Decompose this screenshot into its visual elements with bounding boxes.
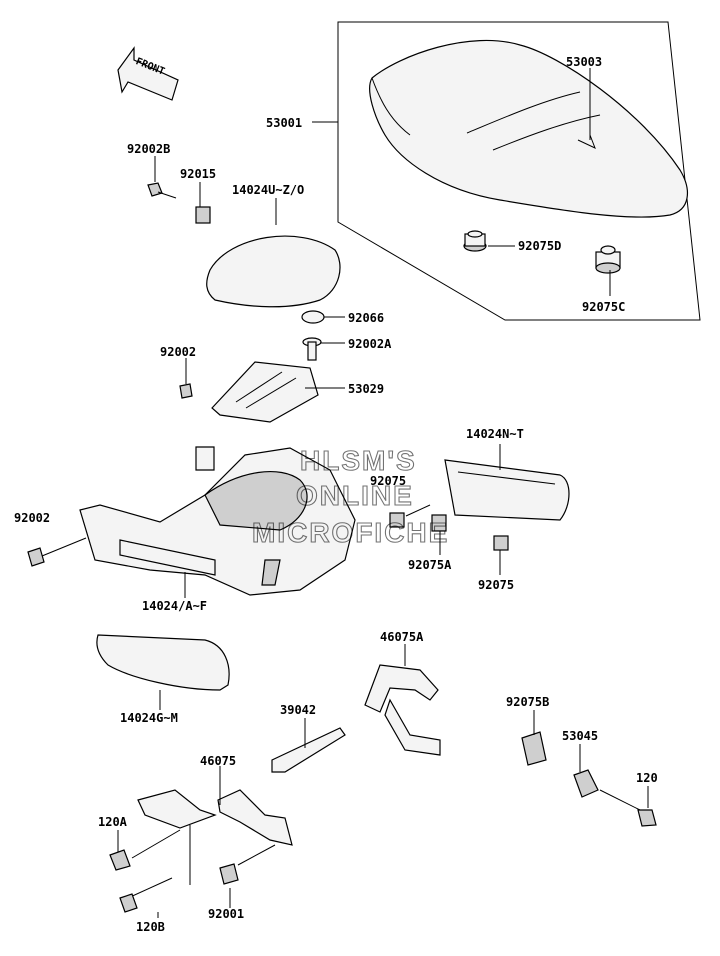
label-92075B: 92075B xyxy=(506,695,549,709)
leader-lines xyxy=(117,68,649,918)
label-53045: 53045 xyxy=(562,729,598,743)
grommet-92075-b xyxy=(493,535,509,551)
label-120: 120 xyxy=(636,771,658,785)
bolt-92002-left xyxy=(27,537,87,567)
label-92075C: 92075C xyxy=(582,300,625,314)
bolt-120B xyxy=(119,877,173,913)
bolt-92001 xyxy=(219,863,239,885)
screw-92002A xyxy=(302,337,322,361)
bracket-39042 xyxy=(271,727,346,773)
bolt-92002-top xyxy=(179,383,193,399)
label-120B: 120B xyxy=(136,920,165,934)
side-cover-14024NT xyxy=(444,459,570,521)
label-92075-upper: 92075 xyxy=(370,474,406,488)
label-92075A: 92075A xyxy=(408,558,452,572)
grommet-92075A xyxy=(431,514,447,532)
bumper-92075C xyxy=(595,245,621,274)
seat-group-box xyxy=(337,21,701,321)
tail-piece-14024GM xyxy=(96,634,230,691)
label-46075: 46075 xyxy=(200,754,236,768)
bracket-46075A xyxy=(364,664,441,756)
watermark: HLSM'S ONLINE MICROFICHE xyxy=(251,444,449,548)
label-14024AF: 14024/A~F xyxy=(142,599,207,613)
bumper-92075D xyxy=(463,230,487,252)
label-92001: 92001 xyxy=(208,907,244,921)
label-39042: 39042 xyxy=(280,703,316,717)
label-53001: 53001 xyxy=(266,116,302,130)
label-92075-lower: 92075 xyxy=(478,578,514,592)
label-92066: 92066 xyxy=(348,311,384,325)
damper-53045 xyxy=(573,769,599,798)
tail-cover xyxy=(79,446,356,596)
cap-92066 xyxy=(301,310,325,324)
bracket-46075 xyxy=(137,789,293,846)
label-92002-left: 92002 xyxy=(14,511,50,525)
label-92002A: 92002A xyxy=(348,337,392,351)
clip-92015 xyxy=(195,206,211,224)
main-seat xyxy=(369,39,688,218)
label-53029: 53029 xyxy=(348,382,384,396)
bolt-120A xyxy=(109,849,131,871)
pillion-pad xyxy=(206,235,341,308)
label-92075D: 92075D xyxy=(518,239,561,253)
bolt-120 xyxy=(599,789,657,827)
label-92015: 92015 xyxy=(180,167,216,181)
label-14024UZO: 14024U~Z/O xyxy=(232,183,304,197)
watermark-line3: MICROFICHE xyxy=(252,517,449,548)
watermark-line2: ONLINE xyxy=(296,480,414,511)
label-14024NT: 14024N~T xyxy=(466,427,524,441)
label-46075A: 46075A xyxy=(380,630,424,644)
label-92002B: 92002B xyxy=(127,142,170,156)
watermark-line1: HLSM'S xyxy=(300,445,417,476)
label-53003: 53003 xyxy=(566,55,602,69)
front-arrow-icon: FRONT xyxy=(117,46,179,101)
label-120A: 120A xyxy=(98,815,128,829)
label-14024GM: 14024G~M xyxy=(120,711,178,725)
label-92002-top: 92002 xyxy=(160,345,196,359)
grommet-92075 xyxy=(389,512,405,528)
bolt-92002B xyxy=(147,182,177,199)
part-labels: 53003 53001 92002B 92015 14024U~Z/O 9207… xyxy=(14,55,658,934)
carrier-53029 xyxy=(211,361,319,423)
rubber-92075B xyxy=(521,731,547,766)
